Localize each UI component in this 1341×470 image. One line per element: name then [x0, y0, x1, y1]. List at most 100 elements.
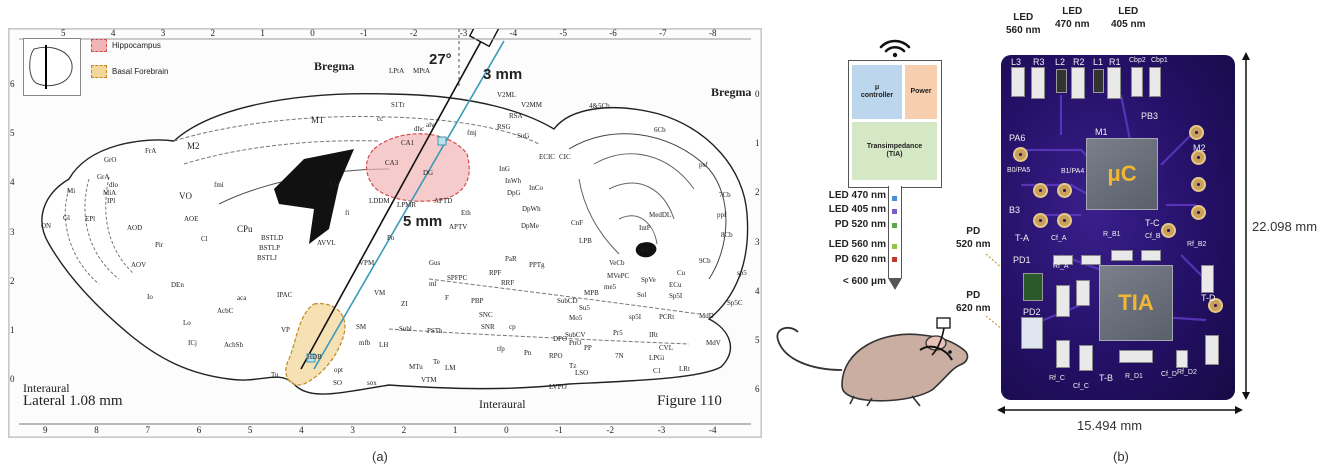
region-label: AOD — [127, 224, 142, 232]
region-label: AcbSh — [224, 341, 243, 349]
label-led405: LED 405 nm — [1111, 6, 1145, 31]
region-label: psf — [699, 161, 708, 169]
region-label: DpMe — [521, 222, 539, 230]
pad — [1013, 147, 1028, 162]
tick-label: -1 — [360, 28, 368, 38]
region-label: Eth — [461, 209, 471, 217]
tick-label: 1 — [453, 425, 458, 435]
smd-component — [1081, 255, 1101, 265]
led-470-component — [1056, 69, 1067, 93]
region-label: InG — [499, 165, 510, 173]
tick-label: 0 — [10, 374, 15, 384]
label-led470: LED 470 nm — [1055, 6, 1089, 31]
tick-label: 6 — [10, 79, 15, 89]
depth-5mm-label: 5 mm — [403, 213, 442, 230]
tick-label: 5 — [248, 425, 253, 435]
region-label: PCRt — [659, 313, 674, 321]
region-label: LRt — [679, 365, 690, 373]
tick-label: 0 — [310, 28, 315, 38]
region-label: F — [445, 294, 449, 302]
silkscreen-label: B1/PA4 — [1061, 168, 1084, 175]
region-label: tfp — [497, 345, 505, 353]
tick-label: 6 — [755, 384, 760, 394]
probe-label-led560: LED 560 nm — [829, 239, 886, 250]
region-label: AOE — [184, 215, 198, 223]
silkscreen-label: M1 — [1095, 127, 1108, 137]
wireless-icon — [878, 38, 912, 58]
region-label: CA3 — [385, 159, 398, 167]
mouse-illustration — [772, 310, 980, 410]
region-label: LVPO — [549, 383, 567, 391]
resistor-r1 — [1107, 67, 1121, 99]
region-label: SO — [333, 379, 342, 387]
region-label: sp5 — [737, 269, 747, 277]
interaural-bottom-label: Interaural — [479, 397, 526, 412]
region-label: CPu — [237, 224, 253, 234]
region-label: GrA — [97, 173, 109, 181]
region-label: RPF — [489, 269, 501, 277]
region-label: 9Cb — [699, 257, 711, 265]
photodiode-pd2 — [1021, 317, 1043, 349]
region-label: cc — [377, 115, 383, 123]
label-led560: LED 560 nm — [1006, 12, 1040, 37]
pd-620-marker — [892, 257, 897, 262]
led-470-marker — [892, 196, 897, 201]
region-label: MiA — [103, 189, 116, 197]
region-label: LPtA — [389, 67, 404, 75]
legend-item-basal-forebrain: Basal Forebrain — [91, 65, 168, 78]
tick-label: 4 — [299, 425, 304, 435]
region-label: CA1 — [401, 139, 414, 147]
region-label: LPMR — [397, 201, 416, 209]
pad — [1057, 183, 1072, 198]
region-label: SNC — [479, 311, 493, 319]
probe-label-pd520: PD 520 nm — [835, 219, 886, 230]
pad — [1191, 205, 1206, 220]
region-label: AOV — [131, 261, 146, 269]
tick-label: 3 — [161, 28, 166, 38]
region-label: VeCb — [609, 259, 625, 267]
caption-a: (a) — [372, 449, 388, 464]
region-label: SubCD — [557, 297, 578, 305]
region-label: DpWh — [522, 205, 541, 213]
region-label: fmi — [214, 181, 224, 189]
region-label: IRt — [649, 331, 658, 339]
silkscreen-label: M2 — [1193, 143, 1206, 153]
region-label: DG — [423, 169, 433, 177]
smd-component — [1201, 265, 1214, 293]
smd-component — [1119, 350, 1153, 363]
probe-tip — [888, 278, 902, 290]
region-label: VO — [179, 191, 192, 201]
smd-component — [1141, 250, 1161, 261]
region-label: BSTLD — [261, 234, 283, 242]
region-label: MPB — [584, 289, 599, 297]
tick-label: -8 — [709, 28, 717, 38]
region-label: IntP — [639, 224, 651, 232]
silkscreen-label: Cf_B — [1145, 233, 1161, 240]
region-label: APTV — [449, 223, 467, 231]
region-label: Mi — [67, 187, 75, 195]
region-label: SPFPC — [447, 274, 467, 282]
region-label: DEn — [171, 281, 184, 289]
pad — [1033, 183, 1048, 198]
led-405-component — [1093, 69, 1104, 93]
region-label: Sol — [637, 291, 646, 299]
tick-label: -2 — [410, 28, 418, 38]
region-label: VTM — [421, 376, 437, 384]
silkscreen-label: Rf_C — [1049, 375, 1065, 382]
region-label: Tu — [271, 371, 279, 379]
silkscreen-label: R2 — [1073, 57, 1085, 67]
tick-label: 4 — [755, 286, 760, 296]
region-label: IPl — [107, 197, 115, 205]
region-label: PaR — [505, 255, 517, 263]
tick-label: 5 — [10, 128, 15, 138]
region-label: Sp5I — [669, 292, 682, 300]
tick-label: 1 — [755, 138, 760, 148]
region-label: PP — [584, 344, 592, 352]
region-label: VM — [374, 289, 385, 297]
capacitor-cbp2 — [1131, 67, 1143, 97]
region-label: 7N — [615, 352, 624, 360]
region-label: CVL — [659, 344, 673, 352]
tick-label: -3 — [460, 28, 468, 38]
silkscreen-label: B0/PA5 — [1007, 167, 1030, 174]
smd-component — [1056, 340, 1070, 368]
